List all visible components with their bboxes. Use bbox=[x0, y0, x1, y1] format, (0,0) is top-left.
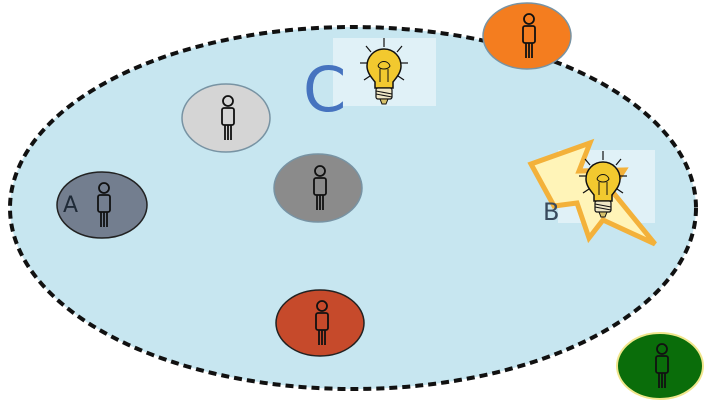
person-light-gray-node bbox=[181, 83, 271, 153]
person-red-node bbox=[275, 289, 365, 357]
person-dark-gray-node bbox=[273, 153, 363, 223]
label-b: B bbox=[543, 198, 559, 226]
label-c: C bbox=[303, 53, 346, 126]
idea-c: C bbox=[303, 37, 436, 126]
person-green-node bbox=[616, 332, 704, 400]
person-orange-node bbox=[482, 2, 572, 70]
person-a-node: A bbox=[56, 171, 148, 239]
idea-b: B bbox=[527, 138, 657, 247]
label-a: A bbox=[63, 193, 78, 218]
